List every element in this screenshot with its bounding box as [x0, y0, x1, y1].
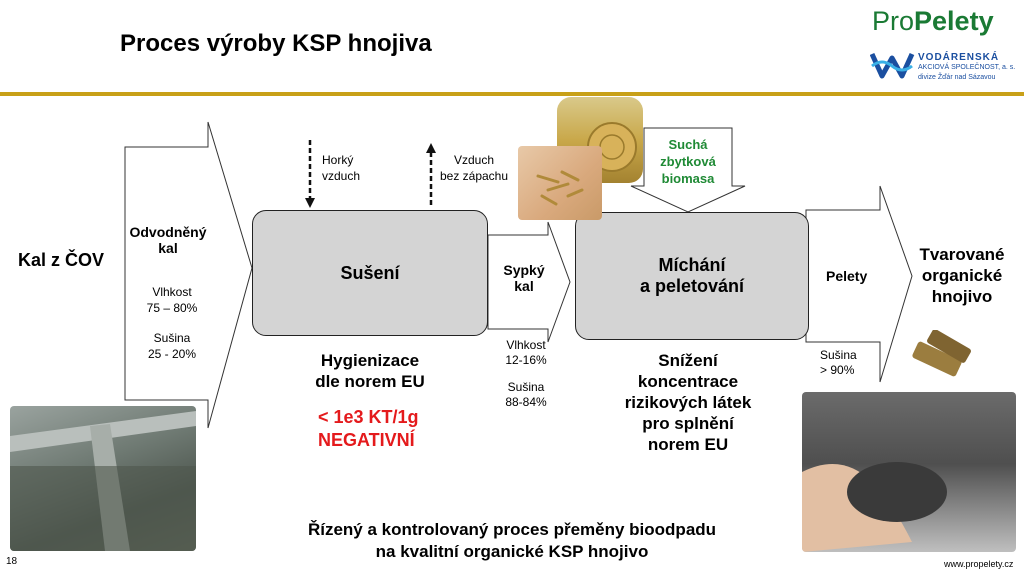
test-result: < 1e3 KT/1g NEGATIVNÍ [318, 406, 419, 452]
hot-air-line1: Horký [322, 153, 354, 167]
mixing-line1: Míchání [658, 255, 726, 275]
stage1-arrow [124, 121, 253, 429]
stage1-params: Vlhkost 75 – 80% Sušina 25 - 20% [132, 284, 212, 362]
header-divider [0, 92, 1024, 96]
stage3-params: Sušina > 90% [820, 348, 857, 378]
drying-box: Sušení [252, 210, 488, 336]
clean-air-line1: Vzduch [453, 153, 495, 167]
risk-reduction-text: Snížení koncentrace rizikových látek pro… [600, 350, 776, 455]
hygienization-line1: Hygienizace [320, 351, 420, 370]
biomass-arrow [630, 127, 746, 213]
fertilizer-pellets-image [912, 330, 971, 377]
stage1-label-line1: Odvodněný [129, 224, 207, 240]
vodarenska-division: divize Žďár nad Sázavou [918, 74, 996, 81]
output-line2: organické [921, 266, 1003, 285]
footer-caption: Řízený a kontrolovaný proces přeměny bio… [262, 519, 762, 563]
footer-line1: Řízený a kontrolovaný proces přeměny bio… [307, 520, 717, 539]
clean-air-label: Vzduch bez zápachu [436, 152, 512, 184]
clean-air-arrowhead [426, 143, 436, 153]
sludge-tank-graphic [10, 411, 196, 551]
stage3-arrow [805, 185, 913, 383]
vodarenska-subtitle: AKCIOVÁ SPOLEČNOST, a. s. [918, 64, 1016, 71]
page-number: 18 [6, 556, 18, 567]
slide-title: Proces výroby KSP hnojiva [120, 30, 432, 57]
hot-air-label: Horký vzduch [322, 152, 360, 184]
stage2-moisture-label: Vlhkost [506, 338, 546, 352]
input-label: Kal z ČOV [18, 250, 105, 270]
biomass-line1: Suchá [668, 137, 708, 152]
output-line1: Tvarované [919, 245, 1005, 264]
vodarenska-name: VODÁRENSKÁ [918, 52, 1000, 63]
reduction-line5: norem EU [647, 435, 729, 454]
hot-air-line2: vzduch [322, 169, 361, 183]
pellets-hand-graphic [802, 462, 947, 552]
propelety-logo: ProPelety [872, 6, 994, 37]
footer-line2: na kvalitní organické KSP hnojivo [375, 542, 649, 561]
mixing-line2: a peletování [639, 276, 745, 296]
stage2-moisture-value: 12-16% [505, 353, 547, 367]
stage1-moisture-label: Vlhkost [152, 285, 192, 299]
straw-pellets-graphic [536, 170, 584, 206]
output-label: Tvarované organické hnojivo [908, 244, 1016, 307]
stage3-label: Pelety [826, 268, 868, 284]
result-line2: NEGATIVNÍ [318, 430, 415, 450]
stage2-dry-label: Sušina [507, 380, 545, 394]
stage2-label-line1: Sypký [503, 262, 545, 278]
stage3-dry-label: Sušina [820, 348, 857, 362]
website-url: www.propelety.cz [944, 559, 1014, 569]
hygienization-text: Hygienizace dle norem EU [290, 350, 450, 392]
result-line1: < 1e3 KT/1g [318, 407, 419, 427]
stage2-arrow [487, 221, 571, 343]
stage2-label-line2: kal [514, 278, 534, 294]
pellets-hand-image [802, 392, 1016, 552]
logo-text-pro: Pro [872, 6, 915, 36]
biomass-line3: biomasa [661, 171, 715, 186]
biomass-line2: zbytková [660, 154, 716, 169]
stage2-label: Sypký kal [496, 262, 552, 294]
stage1-dry-label: Sušina [153, 331, 191, 345]
sludge-tank-image [10, 406, 196, 551]
hot-air-arrowhead [305, 198, 315, 208]
reduction-line4: pro splnění [642, 414, 734, 433]
biomass-label: Suchá zbytková biomasa [644, 136, 732, 187]
stage1-label: Odvodněný kal [128, 224, 208, 256]
stage1-moisture-value: 75 – 80% [146, 301, 198, 315]
stage1-label-line2: kal [158, 240, 178, 256]
output-line3: hnojivo [931, 287, 993, 306]
stage3-dry-value: > 90% [820, 363, 855, 377]
stage2-dry-value: 88-84% [505, 395, 547, 409]
vodarenska-wave-logo [870, 52, 915, 79]
reduction-line2: koncentrace [637, 372, 739, 391]
stage1-dry-value: 25 - 20% [147, 347, 197, 361]
hygienization-line2: dle norem EU [315, 372, 425, 391]
reduction-line3: rizikových látek [624, 393, 752, 412]
stage2-params: Vlhkost 12-16% Sušina 88-84% [496, 338, 556, 410]
logo-text-pelety: Pelety [914, 6, 994, 36]
biomass-hand-image [518, 146, 602, 220]
reduction-line1: Snížení [658, 351, 718, 370]
clean-air-line2: bez zápachu [439, 169, 509, 183]
